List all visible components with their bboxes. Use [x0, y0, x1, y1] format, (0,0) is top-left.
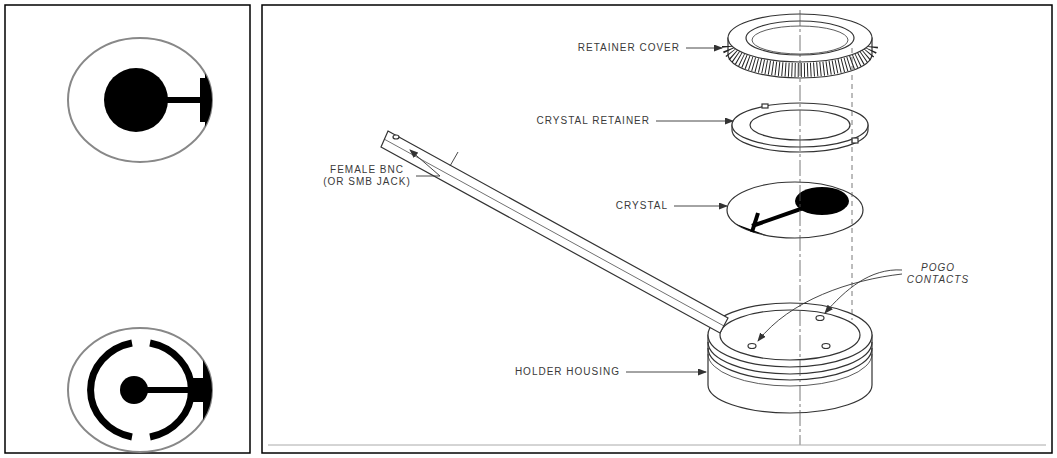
alignment-line	[852, 48, 853, 320]
part-label: CRYSTAL	[616, 200, 668, 212]
left-panel	[5, 5, 250, 453]
crystal-disc	[727, 182, 863, 238]
center-axis	[800, 10, 801, 445]
part-label: HOLDER HOUSING	[515, 366, 620, 378]
electrode-pattern-a	[68, 38, 212, 162]
part-label: POGO CONTACTS	[905, 262, 971, 286]
part-label: FEMALE BNC (OR SMB JACK)	[320, 164, 414, 188]
electrode-pattern-b	[68, 328, 212, 452]
bnc-handle	[381, 131, 728, 333]
leader-lines	[410, 48, 902, 372]
rule-line	[268, 445, 1046, 446]
holder-housing	[708, 303, 872, 413]
right-panel	[262, 5, 1052, 453]
part-label: CRYSTAL RETAINER	[537, 115, 650, 127]
part-label: RETAINER COVER	[578, 42, 680, 54]
